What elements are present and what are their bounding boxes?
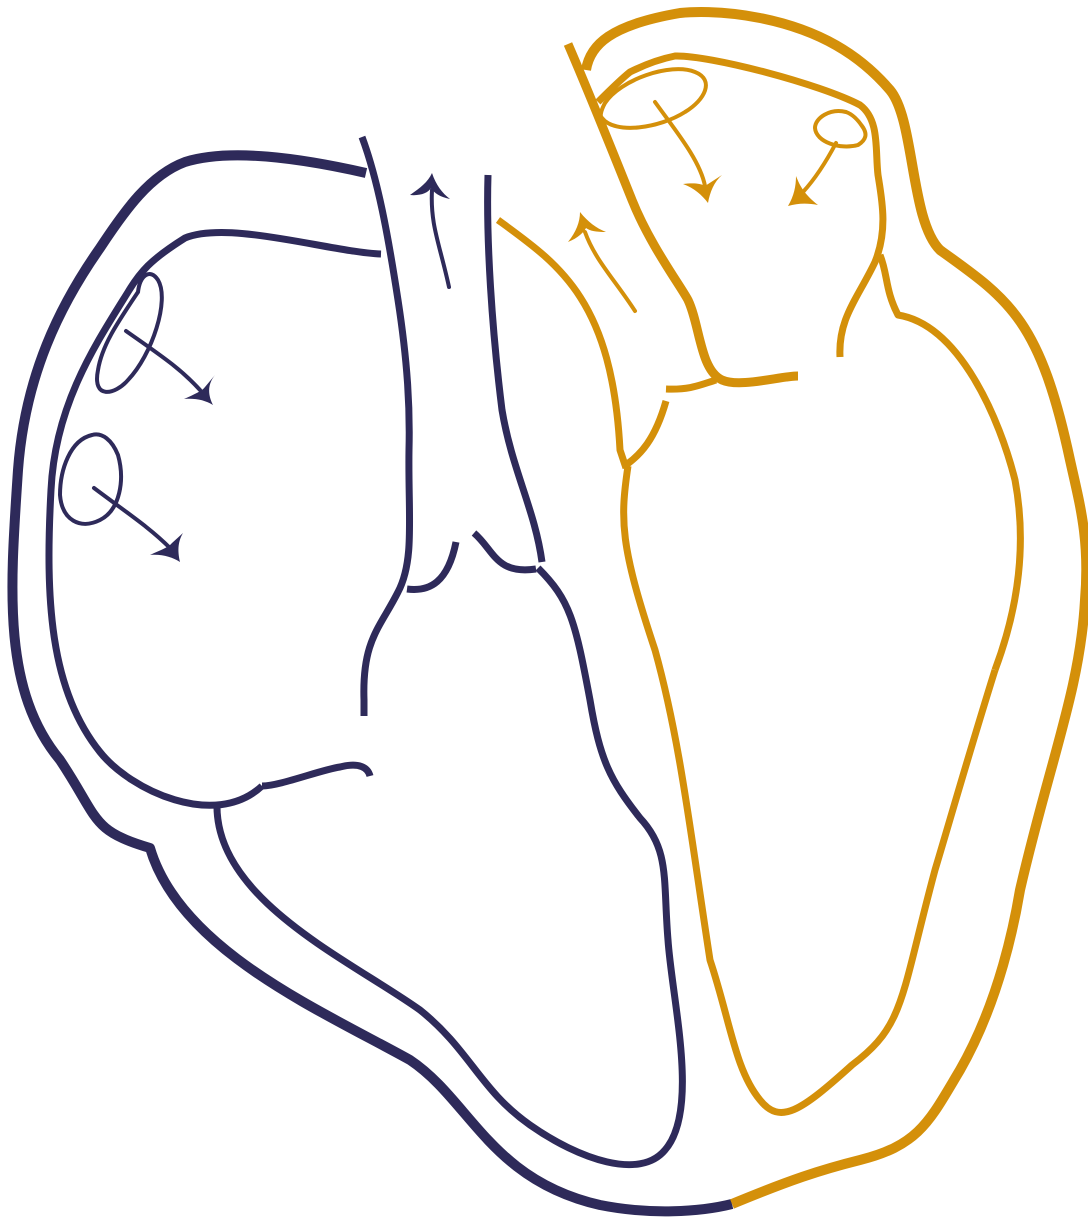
right-outer-wall	[12, 155, 732, 1211]
mitral-valve-leaflet	[666, 380, 716, 389]
aortic-flow-arrow-line	[585, 232, 635, 311]
right-ventricle-outer	[217, 568, 682, 1165]
pulmonary-flow-arrow-line	[432, 190, 449, 287]
left-atrium-roof	[598, 56, 883, 357]
ivc-loop-arrow-line	[60, 434, 170, 548]
pulmonary-trunk-left-wall	[362, 137, 410, 716]
pulmonary-valve-cusp-left	[407, 542, 456, 589]
aortic-root-wall	[498, 220, 626, 468]
aortic-valve-cusp	[626, 401, 666, 465]
tricuspid-leaflet	[262, 765, 370, 786]
pulmonary-vein-loop-right-line	[803, 111, 865, 192]
pulmonary-vein-fragment	[880, 255, 1020, 670]
pulmonary-valve-cusp-right	[474, 533, 536, 570]
ivc-loop-arrow-head	[150, 533, 183, 562]
svc-loop-arrow-line	[97, 274, 200, 392]
left-heart	[498, 12, 1086, 1204]
